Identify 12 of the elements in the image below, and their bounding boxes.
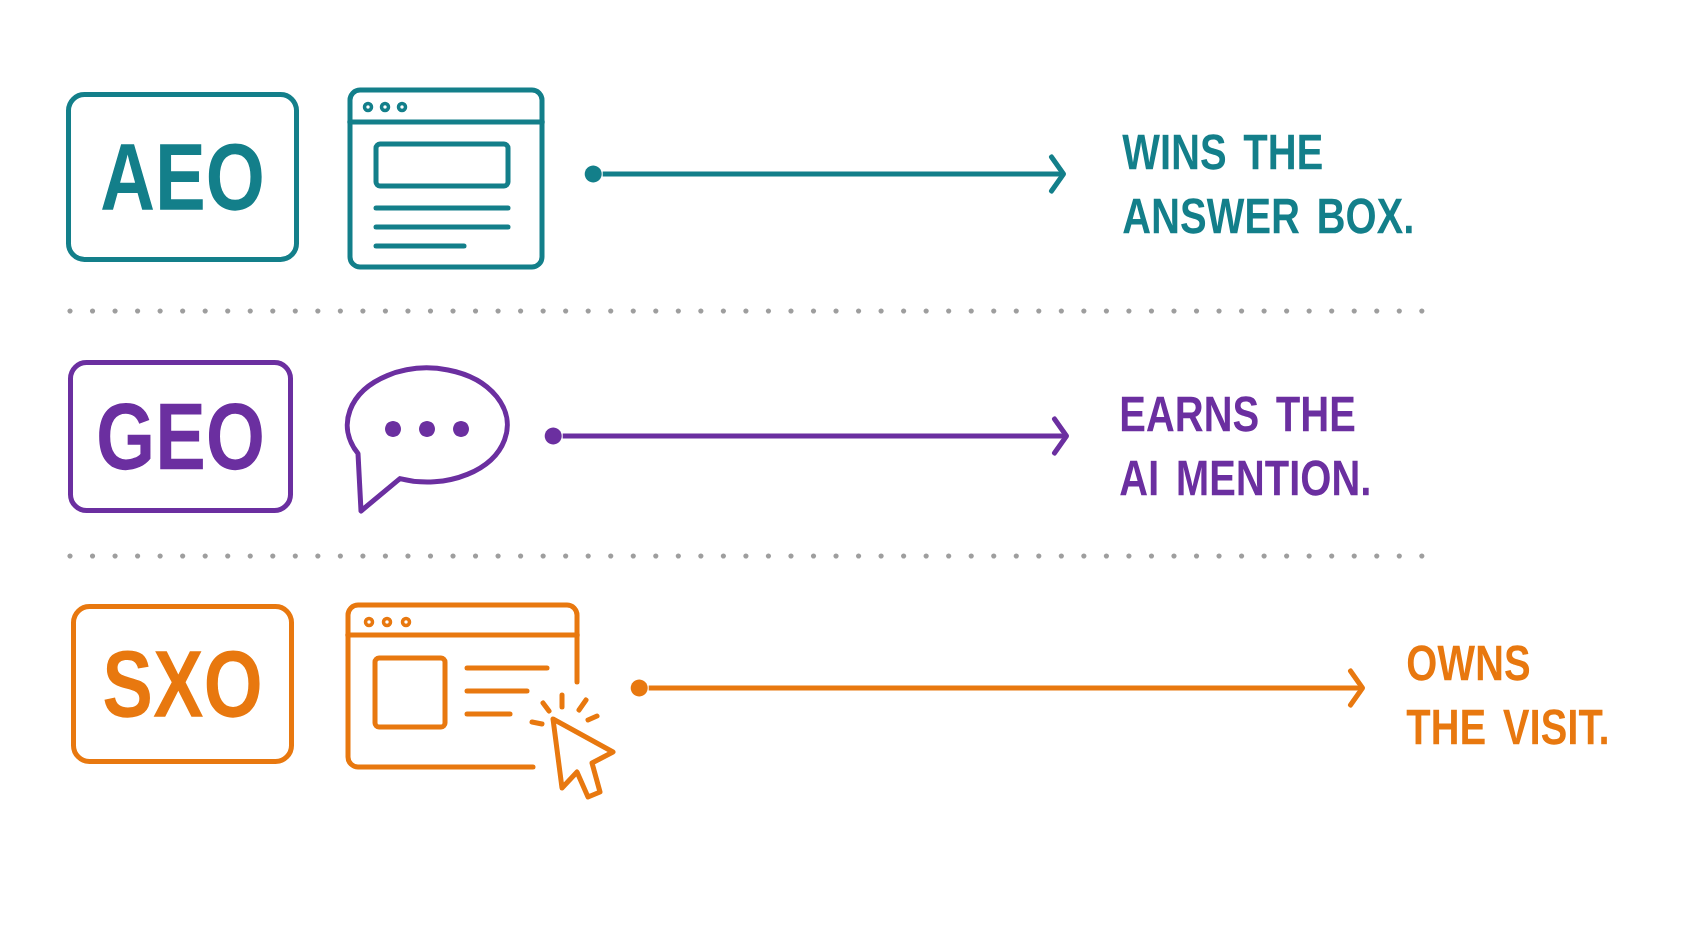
arrow [648, 668, 1365, 708]
acronym-box: AEO [66, 92, 299, 262]
arrow [562, 416, 1069, 456]
outcome-text: EARNS THE AI MENTION. [1120, 396, 1369, 496]
outcome-text: OWNS THE VISIT. [1406, 645, 1607, 745]
acronym-box: SXO [71, 604, 294, 764]
browser-click-icon [345, 602, 616, 800]
arrow [602, 154, 1066, 194]
speech-bubble-icon [344, 365, 510, 514]
acronym-box: GEO [68, 360, 293, 513]
outcome-text: WINS THE ANSWER BOX. [1122, 134, 1412, 234]
browser-window-icon [347, 87, 545, 270]
